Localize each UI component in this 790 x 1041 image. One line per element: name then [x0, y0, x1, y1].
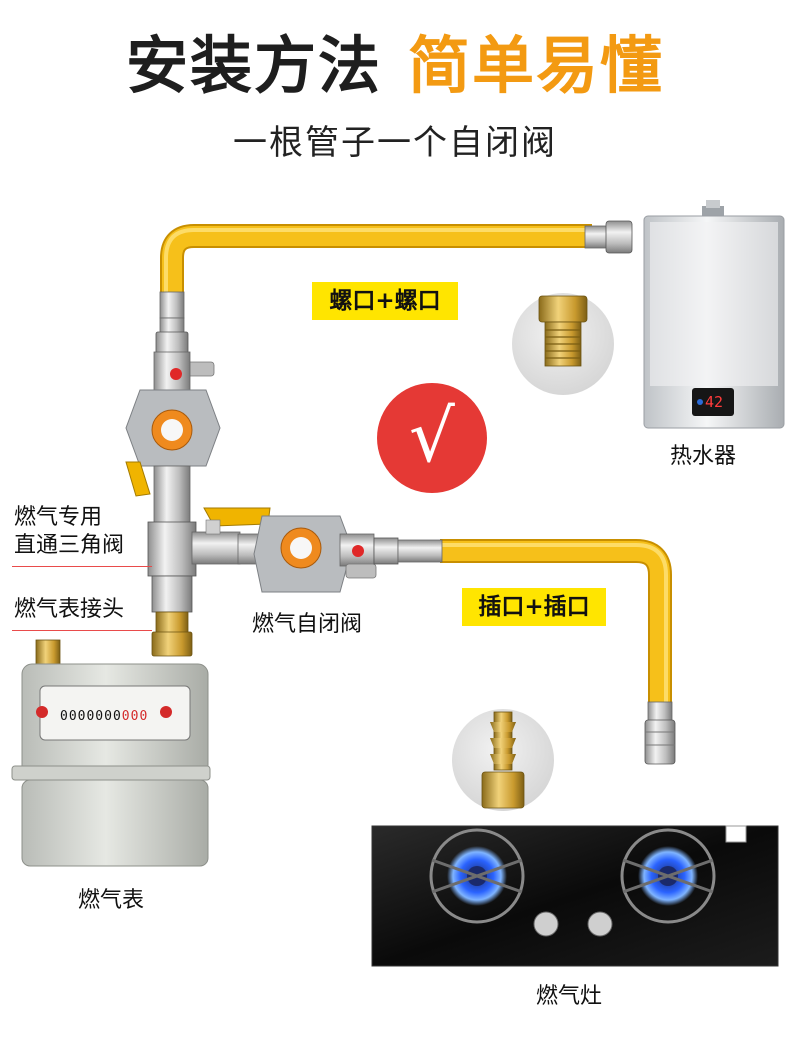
title-orange-part: 简单易懂 [408, 29, 665, 102]
valve-label-divider [12, 566, 152, 567]
title-dark-part: 安装方法 [125, 29, 382, 102]
gas-stove-caption: 燃气灶 [536, 984, 603, 1009]
page-subtitle: 一根管子一个自闭阀 [233, 123, 557, 163]
insert-connection-label: 插口+插口 [462, 588, 606, 626]
water-heater [643, 200, 785, 429]
self-closing-valve [237, 515, 443, 593]
gas-stove [371, 825, 779, 967]
check-mark-badge [377, 383, 487, 493]
meter-counter-black: 0000000 [60, 709, 122, 724]
meter-joint-label: 燃气表接头 [14, 597, 125, 622]
threaded-fitting-illustration [512, 293, 614, 395]
gas-meter-caption: 燃气表 [78, 888, 145, 913]
meter-joint-divider [12, 630, 152, 631]
gas-meter [11, 639, 211, 867]
page-title: 安装方法简单易懂 [0, 26, 790, 106]
water-heater-caption: 热水器 [670, 444, 737, 469]
meter-counter: 0000000000 [60, 708, 170, 726]
stove-hose [440, 539, 676, 765]
straight-angle-valve-label-line2: 直通三角阀 [14, 533, 125, 558]
thread-connection-label: 螺口+螺口 [312, 282, 458, 320]
barb-fitting-illustration [452, 709, 554, 811]
heater-display: 42 [704, 393, 724, 411]
heater-hose [159, 220, 633, 319]
self-closing-valve-caption: 燃气自闭阀 [252, 612, 363, 637]
meter-counter-red: 000 [121, 709, 149, 724]
straight-angle-valve-label-line1: 燃气专用 [14, 505, 103, 530]
check-mark-icon: √ [409, 394, 455, 478]
valve-assembly [125, 317, 271, 657]
